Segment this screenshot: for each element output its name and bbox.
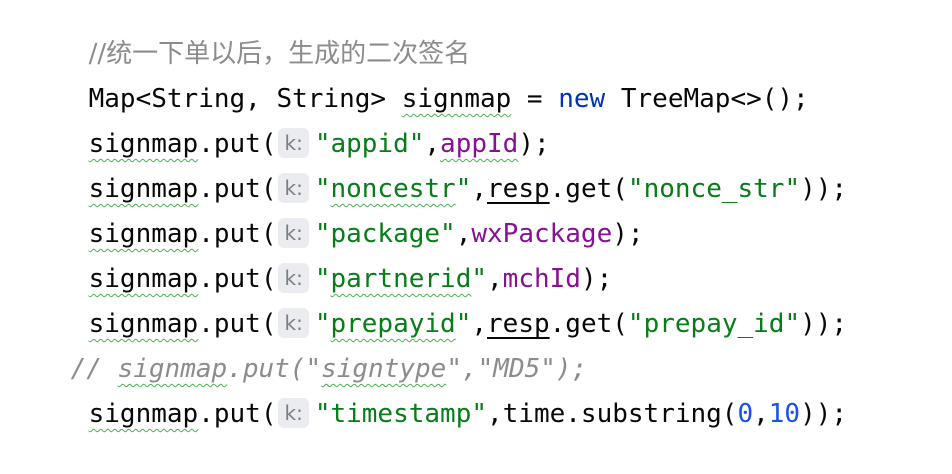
code-line-commented-signtype[interactable]: // signmap.put("signtype","MD5"); xyxy=(8,309,588,384)
field-wxpackage: wxPackage xyxy=(471,219,613,249)
string-quote: " xyxy=(455,309,472,339)
string-key: "appid" xyxy=(314,129,425,159)
object-signmap: signmap xyxy=(88,399,199,429)
type-declaration: Map<String, String> xyxy=(88,84,402,114)
variable-resp: resp xyxy=(487,309,550,339)
code-line-map-declaration[interactable]: Map<String, String> signmap = new TreeMa… xyxy=(26,39,809,114)
method-get: .get( xyxy=(549,309,628,339)
line-end: )); xyxy=(800,309,848,339)
line-end: ); xyxy=(518,129,550,159)
method-put: .put( xyxy=(198,174,277,204)
code-line-put-appid[interactable]: signmap.put(k:"appid",appId); xyxy=(26,84,550,159)
code-line-put-partnerid[interactable]: signmap.put(k:"partnerid",mchId); xyxy=(26,219,612,294)
comma: , xyxy=(753,399,769,429)
object-signmap: signmap xyxy=(88,264,199,294)
separator: , xyxy=(424,129,441,159)
string-quote: " xyxy=(471,264,488,294)
code-line-put-prepayid[interactable]: signmap.put(k:"prepayid",resp.get("prepa… xyxy=(26,264,847,339)
string-quote: " xyxy=(455,174,472,204)
substring-call: time.substring( xyxy=(502,399,738,429)
line-end: )); xyxy=(800,174,848,204)
constructor-call: TreeMap<>(); xyxy=(605,84,809,114)
string-argument: "nonce_str" xyxy=(627,174,801,204)
method-get: .get( xyxy=(549,174,628,204)
param-hint-k: k: xyxy=(278,398,309,428)
object-signmap: signmap xyxy=(88,129,199,159)
code-line-put-noncestr[interactable]: signmap.put(k:"noncestr",resp.get("nonce… xyxy=(26,129,847,204)
code-editor[interactable]: //统一下单以后，生成的二次签名 Map<String, String> sig… xyxy=(0,0,952,429)
separator: , xyxy=(455,219,472,249)
method-put: .put( xyxy=(198,129,277,159)
code-line-put-package[interactable]: signmap.put(k:"package",wxPackage); xyxy=(26,174,644,249)
code-line-put-timestamp[interactable]: signmap.put(k:"timestamp",time.substring… xyxy=(26,354,847,429)
method-put: .put( xyxy=(198,309,277,339)
string-argument: "prepay_id" xyxy=(627,309,801,339)
object-signmap: signmap xyxy=(88,219,199,249)
param-hint-k: k: xyxy=(278,218,309,248)
assign-operator: = xyxy=(511,84,559,114)
field-appid: appId xyxy=(440,129,519,159)
comment-text: //统一下单以后，生成的二次签名 xyxy=(88,39,471,69)
comment-object-signmap: signmap xyxy=(117,354,228,384)
string-key-word: partnerid xyxy=(330,264,472,294)
comment-word-signtype: signtype xyxy=(321,354,447,384)
number-end: 10 xyxy=(768,399,801,429)
separator: , xyxy=(471,309,488,339)
method-put: .put( xyxy=(198,399,277,429)
field-mchid: mchId xyxy=(502,264,581,294)
line-end: ); xyxy=(580,264,613,294)
string-key: "timestamp" xyxy=(314,399,487,429)
string-key-word: noncestr xyxy=(330,174,456,204)
comment-prefix: // xyxy=(70,354,118,384)
string-key-word: prepayid xyxy=(330,309,456,339)
param-hint-k: k: xyxy=(278,128,309,158)
variable-signmap: signmap xyxy=(401,84,512,114)
comment-rest: ","MD5"); xyxy=(446,354,588,384)
comment-method-put: .put(" xyxy=(227,354,322,384)
object-signmap: signmap xyxy=(88,174,199,204)
separator: , xyxy=(471,174,488,204)
line-end: )); xyxy=(800,399,848,429)
variable-resp: resp xyxy=(487,174,550,204)
string-quote: " xyxy=(314,174,331,204)
string-quote: " xyxy=(314,309,331,339)
code-line-comment[interactable]: //统一下单以后，生成的二次签名 xyxy=(26,0,471,69)
number-start: 0 xyxy=(737,399,754,429)
method-put: .put( xyxy=(198,219,277,249)
separator: , xyxy=(487,399,503,429)
method-put: .put( xyxy=(198,264,277,294)
string-quote: " xyxy=(314,264,331,294)
line-end: ); xyxy=(612,219,644,249)
string-key: "package" xyxy=(314,219,456,249)
param-hint-k: k: xyxy=(278,263,309,293)
param-hint-k: k: xyxy=(278,173,309,203)
param-hint-k: k: xyxy=(278,308,309,338)
object-signmap: signmap xyxy=(88,309,199,339)
separator: , xyxy=(487,264,503,294)
keyword-new: new xyxy=(558,84,606,114)
